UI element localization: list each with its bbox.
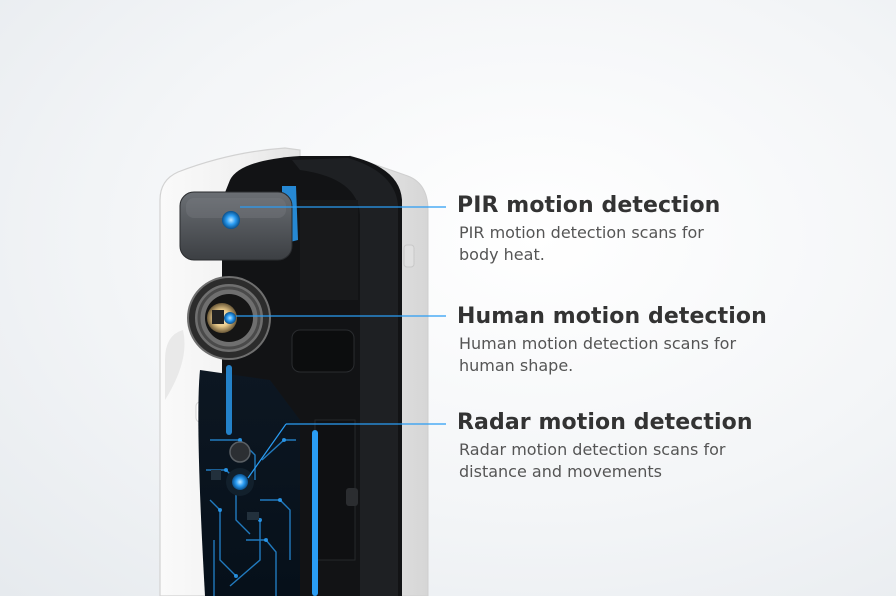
callout-lines (236, 206, 446, 479)
feature-title-human: Human motion detection (457, 304, 767, 329)
pir-sensor-module (179, 191, 293, 261)
camera-lens (187, 276, 271, 360)
feature-desc-radar: Radar motion detection scans for distanc… (459, 440, 726, 481)
radar-sensor (226, 441, 254, 496)
feature-title-pir: PIR motion detection (457, 193, 721, 218)
feature-title-radar: Radar motion detection (457, 410, 753, 435)
radar-callout-line (247, 423, 287, 479)
feature-desc-human: Human motion detection scans for human s… (459, 334, 737, 375)
feature-radar: Radar motion detection Radar motion dete… (457, 409, 877, 483)
feature-human: Human motion detection Human motion dete… (457, 303, 877, 377)
feature-desc-pir: PIR motion detection scans for body heat… (459, 223, 704, 264)
feature-pir: PIR motion detection PIR motion detectio… (457, 192, 877, 266)
